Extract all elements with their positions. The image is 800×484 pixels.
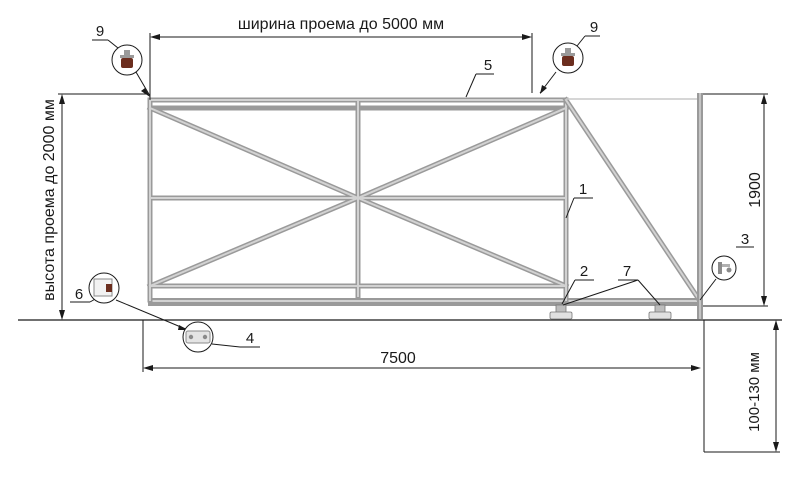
callout-6: 6 bbox=[70, 272, 189, 331]
callout-1: 1 bbox=[565, 181, 593, 219]
callout-5: 5 bbox=[465, 57, 494, 98]
callout-7-number: 7 bbox=[623, 263, 631, 280]
gate-height-dimension: 1900 bbox=[703, 93, 768, 307]
callout-9-left: 9 bbox=[92, 23, 151, 97]
roller-carriage-right bbox=[648, 304, 672, 320]
callout-7: 7 bbox=[562, 263, 661, 306]
opening-height-label: высота проема до 2000 мм bbox=[41, 99, 58, 301]
callout-1-number: 1 bbox=[579, 181, 587, 198]
bottom-catcher-icon bbox=[182, 321, 214, 353]
callout-6-number: 6 bbox=[75, 286, 83, 303]
callout-5-number: 5 bbox=[484, 57, 492, 74]
callout-9-right: 9 bbox=[539, 19, 600, 94]
callout-4-number: 4 bbox=[246, 330, 254, 347]
foundation-depth-dimension: 100-130 мм bbox=[703, 320, 780, 453]
top-catcher-icon bbox=[88, 272, 120, 304]
callout-2: 2 bbox=[561, 263, 594, 305]
opening-height-dimension: высота проема до 2000 мм bbox=[41, 93, 148, 321]
callout-4: 4 bbox=[182, 321, 260, 353]
foundation-depth-label: 100-130 мм bbox=[746, 352, 763, 432]
callout-9-right-number: 9 bbox=[590, 19, 598, 36]
top-guide-roller-icon bbox=[111, 44, 143, 76]
end-roller-icon bbox=[711, 255, 737, 281]
gate-height-label: 1900 bbox=[747, 172, 764, 208]
top-guide-roller-icon bbox=[552, 42, 584, 74]
opening-width-label: ширина проема до 5000 мм bbox=[238, 16, 444, 33]
main-panel-frame bbox=[146, 97, 570, 303]
gate-frame bbox=[146, 93, 703, 319]
callout-3: 3 bbox=[699, 231, 754, 301]
total-length-label: 7500 bbox=[380, 350, 416, 367]
callout-9-left-number: 9 bbox=[96, 23, 104, 40]
opening-width-dimension: ширина проема до 5000 мм bbox=[149, 16, 533, 100]
roller-carriage-left bbox=[549, 304, 573, 320]
callout-3-number: 3 bbox=[741, 231, 749, 248]
counterweight-tail bbox=[562, 96, 702, 302]
total-length-dimension: 7500 bbox=[142, 320, 701, 372]
callout-2-number: 2 bbox=[580, 263, 588, 280]
